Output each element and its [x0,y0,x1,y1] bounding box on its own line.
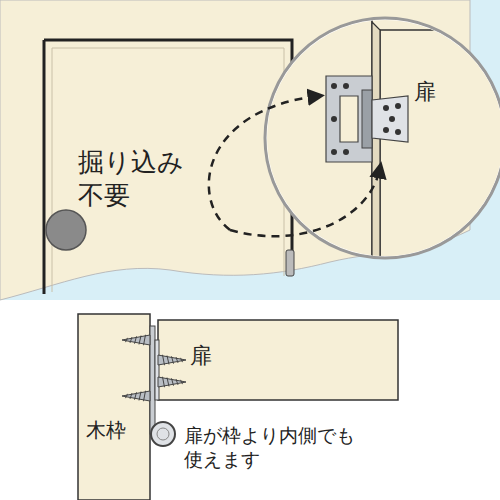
door-section [158,320,398,400]
dashed-arrow [209,96,318,230]
label-text: 扉が枠より内側でも 使えます [184,424,366,472]
hinge-frame-leaf [326,76,372,162]
label-text: 木枠 [86,418,134,443]
label-text: 掘り込み 不要 [78,146,190,211]
dashed-arrow [230,168,380,236]
wood-frame [78,314,150,500]
hinge-knuckle [151,422,175,446]
label-text: 扉 [190,342,216,370]
door-knob [46,210,86,250]
small-hinge [286,250,294,276]
hinge-door-leaf [372,96,408,142]
screws [122,335,186,401]
hinge-plate [150,326,155,434]
label-text: 扉 [414,78,440,106]
door-frame-line [44,40,292,274]
